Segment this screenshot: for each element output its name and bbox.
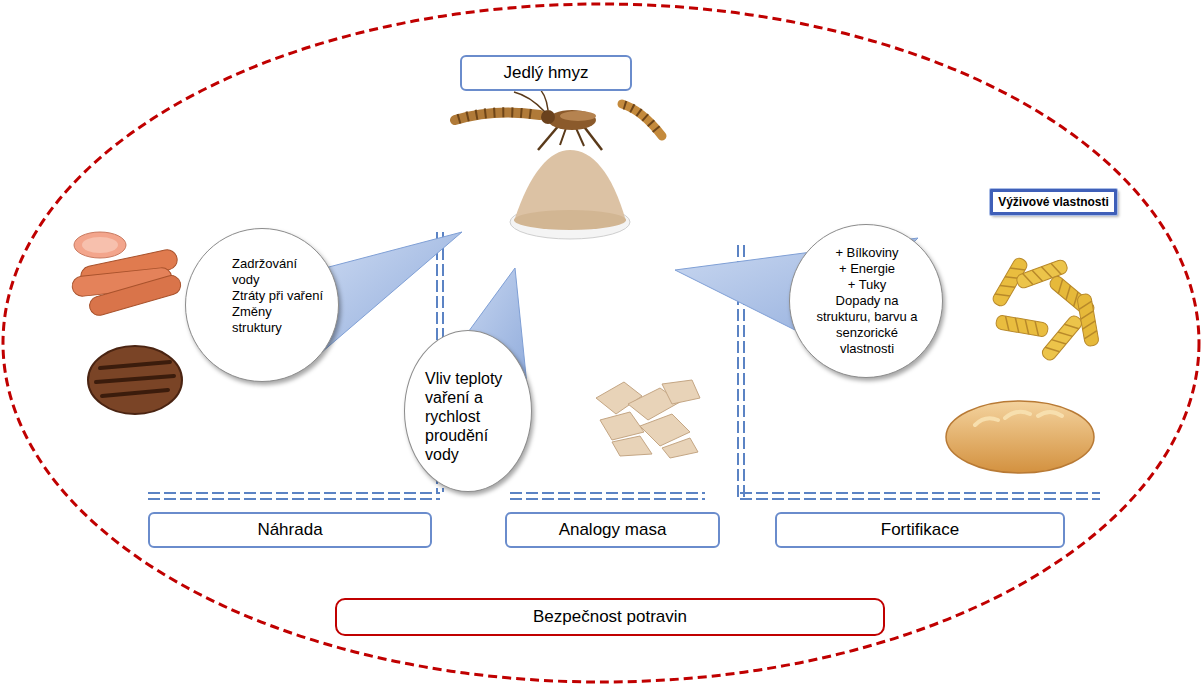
text-group: Bezpečnost potravin — [533, 607, 687, 627]
burger-patty — [88, 346, 182, 414]
insect-illustration — [458, 112, 538, 119]
category-box: Analogy masa — [505, 512, 720, 548]
insect-illustration — [455, 112, 540, 120]
burger-patty — [88, 346, 182, 414]
insect-illustration — [548, 110, 596, 130]
text-group: + Bílkoviny+ Energie+ TukyDopady na stru… — [811, 245, 923, 357]
bubble-text: Ztráty při vaření — [232, 288, 324, 304]
pasta-picture — [991, 256, 1099, 362]
text-group: Analogy masa — [559, 520, 667, 540]
text-group: Fortifikace — [881, 520, 959, 540]
bubble-text: Dopady na strukturu, barvu a senzorické … — [811, 293, 923, 357]
bubble-text: + Tuky — [811, 277, 923, 293]
meat-analog-picture — [596, 380, 700, 458]
pasta-picture — [1077, 293, 1100, 347]
insect-powder — [510, 150, 630, 239]
benefit-circle: + Bílkoviny+ Energie+ TukyDopady na stru… — [789, 224, 943, 378]
text-group: Jedlý hmyz — [503, 63, 588, 83]
pasta-picture — [1003, 316, 1041, 336]
pasta-picture — [1078, 301, 1098, 339]
meat-analog-picture — [600, 412, 644, 440]
process-circle: Vliv teploty vaření a rychlost proudění … — [404, 330, 532, 492]
insect-illustration — [576, 128, 584, 146]
box-label: Výživové vlastnosti — [998, 195, 1109, 209]
section-separators — [740, 492, 1100, 494]
insect-illustration — [560, 128, 566, 145]
insect-illustration — [455, 85, 662, 150]
bread-picture — [946, 401, 1094, 473]
pasta-picture — [1077, 293, 1100, 347]
sausage-picture — [82, 237, 118, 253]
insect-illustration — [622, 104, 662, 136]
box-label: Fortifikace — [881, 520, 959, 540]
topic-box: Jedlý hmyz — [460, 55, 632, 91]
callout-pointers — [322, 232, 462, 352]
text-group: Výživové vlastnosti — [998, 195, 1109, 209]
bubble-text: Vliv teploty vaření a rychlost proudění … — [425, 369, 525, 464]
sausage-picture — [87, 273, 183, 317]
burger-patty — [96, 362, 174, 396]
pasta-picture — [995, 315, 1049, 338]
category-box: Náhrada — [148, 512, 432, 548]
safety-box: Bezpečnost potravin — [335, 598, 885, 636]
meat-analog-picture — [612, 436, 652, 456]
scope-ellipse — [3, 4, 1199, 682]
category-box: Fortifikace — [775, 512, 1065, 548]
bubble-text: + Bílkoviny — [811, 245, 923, 261]
sausage-picture — [71, 232, 183, 318]
pasta-picture — [1040, 314, 1084, 363]
insect-illustration — [538, 124, 560, 150]
box-label: Analogy masa — [559, 520, 667, 540]
insect-illustration — [560, 111, 596, 121]
meat-analog-picture — [662, 380, 700, 404]
effect-circle: Zadržování vodyZtráty při vařeníZměny st… — [185, 228, 339, 382]
bread-picture — [946, 401, 1094, 473]
section-separators — [510, 498, 705, 500]
bread-picture — [975, 412, 1062, 425]
section-separators — [148, 498, 440, 500]
section-separators — [510, 492, 705, 494]
bubble-text: Změny struktury — [232, 304, 324, 336]
text-group: Vliv teploty vaření a rychlost proudění … — [425, 369, 525, 464]
insect-illustration — [541, 110, 555, 124]
pasta-picture — [995, 315, 1049, 338]
section-separators — [740, 498, 1100, 500]
property-tag: Výživové vlastnosti — [990, 189, 1117, 215]
text-group: Náhrada — [257, 520, 322, 540]
sausage-picture — [74, 232, 126, 258]
pasta-picture — [1040, 314, 1084, 363]
insect-powder — [514, 210, 626, 230]
box-label: Bezpečnost potravin — [533, 607, 687, 627]
section-separators — [148, 492, 440, 494]
bubble-text: + Energie — [811, 261, 923, 277]
insect-illustration — [624, 105, 660, 134]
meat-analog-picture — [662, 438, 698, 458]
bubble-text: Zadržování vody — [232, 256, 324, 288]
text-group: Zadržování vodyZtráty při vařeníZměny st… — [232, 256, 324, 336]
pasta-picture — [1045, 320, 1079, 357]
box-label: Náhrada — [257, 520, 322, 540]
box-label: Jedlý hmyz — [503, 63, 588, 83]
